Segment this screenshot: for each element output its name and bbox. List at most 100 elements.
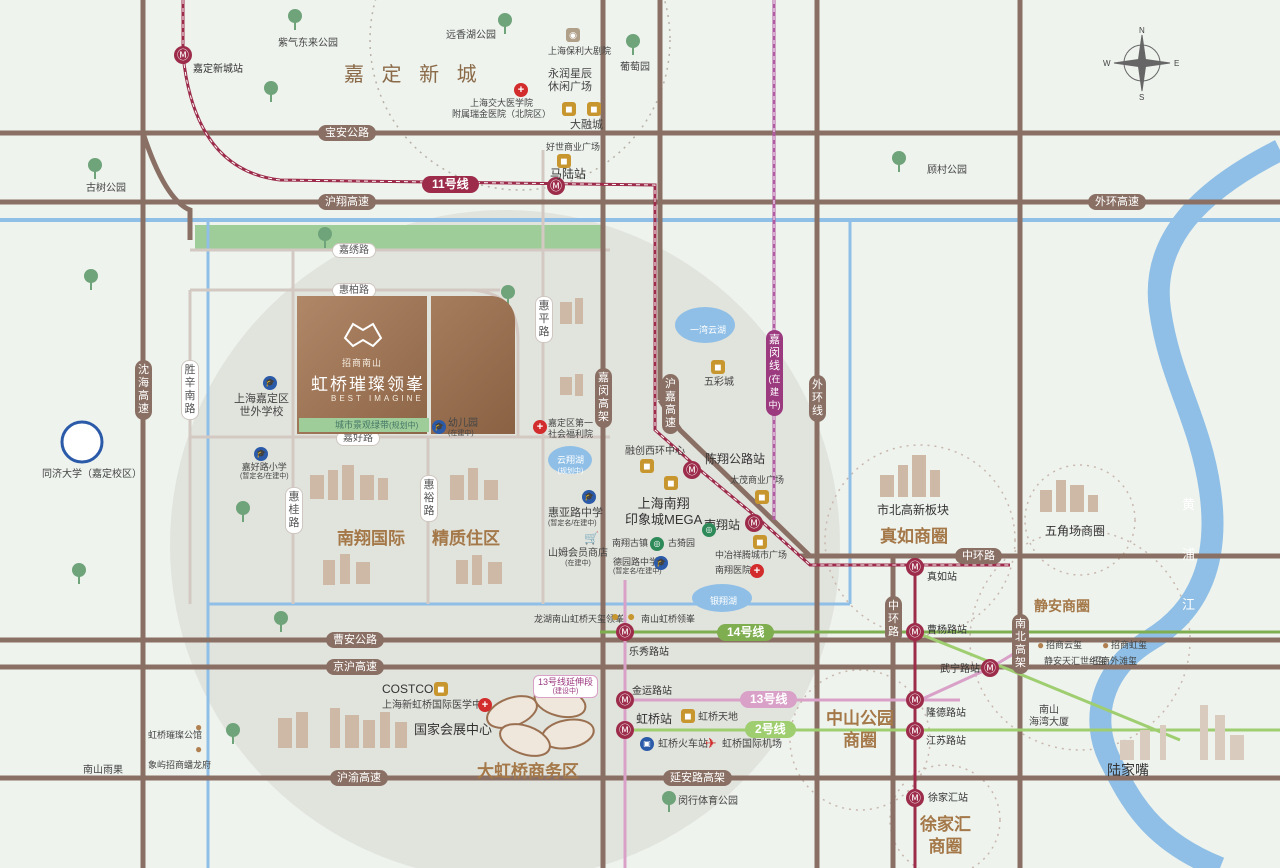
tree-icon <box>86 157 104 181</box>
station-xujiahui[interactable]: 徐家汇站 <box>928 793 968 804</box>
project-main-plot <box>297 296 427 434</box>
road-shengxin: 胜辛南路 <box>181 360 199 420</box>
greenway-label: 城市景观绿带 <box>335 420 390 430</box>
shopping-icon: ◼ <box>664 476 678 490</box>
project-block[interactable]: 招商南山 虹桥璀璨领峯 BEST IMAGINE <box>297 296 515 434</box>
poi-haoshi: 好世商业广场 <box>546 142 601 152</box>
poi-jiahao-school-1: 嘉好路小学 <box>241 462 287 472</box>
metro-icon: Ⓜ <box>616 721 634 739</box>
road-zhonghuan: 中环路 <box>955 548 1002 564</box>
metro-icon: Ⓜ <box>906 623 924 641</box>
poi-jingan-tianhui: 静安天汇世纪玺 <box>1044 656 1108 666</box>
station-malu[interactable]: 马陆站 <box>550 167 587 181</box>
station-longde[interactable]: 隆德路站 <box>926 708 966 719</box>
road-caoan: 曹安公路 <box>326 632 384 648</box>
area-xujiahui-1: 徐家汇 <box>920 815 971 834</box>
poi-zhongye: 中冶祥腾城市广场 <box>715 550 788 560</box>
road-yanan-gj: 延安路高架 <box>663 770 732 786</box>
lake-yinxiang: 银翔湖 <box>710 596 738 606</box>
pin-icon: ● <box>1037 638 1045 652</box>
lake-yiwan: 一湾云湖 <box>690 325 727 335</box>
station-hongqiao[interactable]: 虹桥站 <box>636 712 673 726</box>
poi-hongqiao-air: 虹桥国际机场 <box>722 739 782 750</box>
jiamin-line-note: (在建中) <box>768 374 781 410</box>
road-zhonghuan-v: 中环路 <box>885 596 902 643</box>
poi-ziqi-park: 紫气东来公园 <box>278 38 338 49</box>
lake-yunxiang: 云翔湖(规划中) <box>557 453 584 476</box>
project-side-plot <box>431 296 515 434</box>
shopping-icon: ◼ <box>755 490 769 504</box>
poi-ruijin-hosp: 上海交大医学院附属瑞金医院（北院区） <box>452 98 551 120</box>
project-brand: 招商南山 <box>342 358 383 368</box>
poi-sams-1: 山姆会员商店 <box>548 548 608 559</box>
poi-huiya-school: 惠亚路中学(暂定名/在建中) <box>548 507 603 529</box>
shopping-icon: ◼ <box>562 102 576 116</box>
line-13-label: 13号线 <box>740 691 798 708</box>
garden-icon: ◎ <box>702 523 716 537</box>
station-zhenru[interactable]: 真如站 <box>927 572 957 583</box>
metro-icon: Ⓜ <box>906 558 924 576</box>
compass-e: E <box>1174 59 1180 68</box>
road-huiyu: 惠裕路 <box>420 475 438 522</box>
school-icon: 🎓 <box>254 447 268 461</box>
greenway-band: 城市景观绿带(规划中) <box>299 418 429 432</box>
poi-gucun-park: 顾村公园 <box>927 165 967 176</box>
station-caoyang[interactable]: 曹杨路站 <box>927 625 967 636</box>
area-zhongshan-park: 中山公园商圈 <box>826 708 894 752</box>
poi-jiahao-school-2: (暂定名/在建中) <box>240 472 289 480</box>
metro-icon: Ⓜ <box>616 691 634 709</box>
metro-icon: Ⓜ <box>174 46 192 64</box>
shopping-icon: ◼ <box>753 535 767 549</box>
tree-icon <box>224 722 242 746</box>
school-icon: 🎓 <box>654 556 668 570</box>
shopping-icon: ◼ <box>557 154 571 168</box>
school-icon: 🎓 <box>263 376 277 390</box>
tree-icon <box>262 80 280 104</box>
theatre-icon: ◉ <box>566 28 580 42</box>
poi-longhu: 龙湖南山虹桥天玺领峯 <box>534 614 625 624</box>
line-13-ext-note: (建设中) <box>552 687 579 695</box>
compass-s: S <box>1139 93 1145 102</box>
road-waihuan: 外环线 <box>809 375 826 422</box>
hospital-icon: + <box>478 698 492 712</box>
poi-darong: 大融城 <box>570 119 603 131</box>
poi-yongrun-2: 休闲广场 <box>548 81 592 94</box>
area-xujiahui: 徐家汇商圈 <box>920 814 971 858</box>
station-jinyun[interactable]: 金运路站 <box>632 686 672 697</box>
shopping-icon: ◼ <box>711 360 725 374</box>
road-huiping: 惠平路 <box>535 296 553 343</box>
road-baoan: 宝安公路 <box>318 125 376 141</box>
poi-deyuan-school: 德园路中学(暂定名/在建中) <box>613 557 662 576</box>
poi-lujiazui: 陆家嘴 <box>1107 762 1149 778</box>
poi-yinxiang-mega-1: 上海南翔 <box>637 496 690 511</box>
poi-tongji: 同济大学（嘉定校区） <box>42 469 142 480</box>
poi-nanshan-yuyuan: 南山雨果 <box>83 765 123 776</box>
area-da-hongqiao: 大虹桥商务区 <box>477 762 579 781</box>
road-nanbei-gj: 南北高架 <box>1012 614 1029 674</box>
poi-shibei: 市北高新板块 <box>877 503 950 517</box>
poi-deyuan-school-1: 德园路中学 <box>613 557 659 567</box>
station-jiading-xincheng[interactable]: 嘉定新城站 <box>193 64 243 75</box>
road-huigui: 惠桂路 <box>285 487 303 534</box>
metro-icon: Ⓜ <box>547 177 565 195</box>
poi-costco: COSTCO <box>382 682 434 696</box>
station-chenxiang[interactable]: 陈翔公路站 <box>705 452 766 466</box>
poi-yongrun: 永润星辰休闲广场 <box>548 68 592 94</box>
poi-huiya-school-1: 惠亚路中学 <box>548 507 603 519</box>
poi-zhaoshang-waitan: 招商外滩玺 <box>1092 656 1138 666</box>
poi-welfare-2: 社会福利院 <box>548 428 594 439</box>
station-jiangsu[interactable]: 江苏路站 <box>926 736 966 747</box>
station-wuning[interactable]: 武宁路站 <box>940 664 980 675</box>
tree-icon <box>316 226 334 250</box>
line-13-ext-label: 13号线延伸段(建设中) <box>533 675 599 699</box>
area-nanxiang: 南翔国际 <box>337 529 405 548</box>
tree-icon <box>499 284 517 308</box>
poi-shanghai-poly: 上海保利大剧院 <box>548 46 612 56</box>
poi-nanshan-bay-2: 海湾大厦 <box>1029 717 1069 728</box>
metro-icon: Ⓜ <box>906 789 924 807</box>
road-jiamin-line: 嘉闵线(在建中) <box>766 330 783 416</box>
area-zhongshan-2: 商圈 <box>843 731 877 750</box>
station-lexiu[interactable]: 乐秀路站 <box>629 647 669 658</box>
shopping-icon: ◼ <box>434 682 448 696</box>
poi-gushu-park: 古树公园 <box>86 183 126 194</box>
